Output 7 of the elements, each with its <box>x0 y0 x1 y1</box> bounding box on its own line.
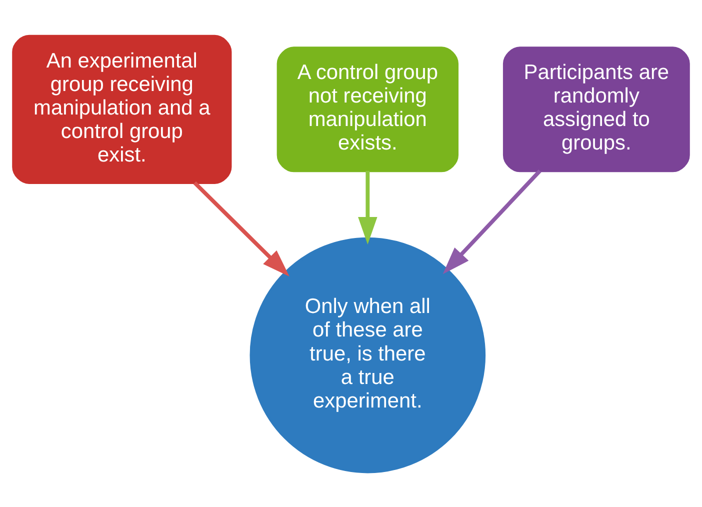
node-box: An experimental group receiving manipulation and a control group exist. <box>12 34 232 184</box>
arrow <box>442 169 542 274</box>
arrow <box>193 180 290 276</box>
node-circle: Only when all of these are true, is there a true experiment. <box>250 236 486 473</box>
node-box: Participants are randomly assigned to groups. <box>502 46 690 172</box>
arrow <box>358 170 378 244</box>
node-box: A control group not receiving manipulation exists. <box>276 46 459 172</box>
